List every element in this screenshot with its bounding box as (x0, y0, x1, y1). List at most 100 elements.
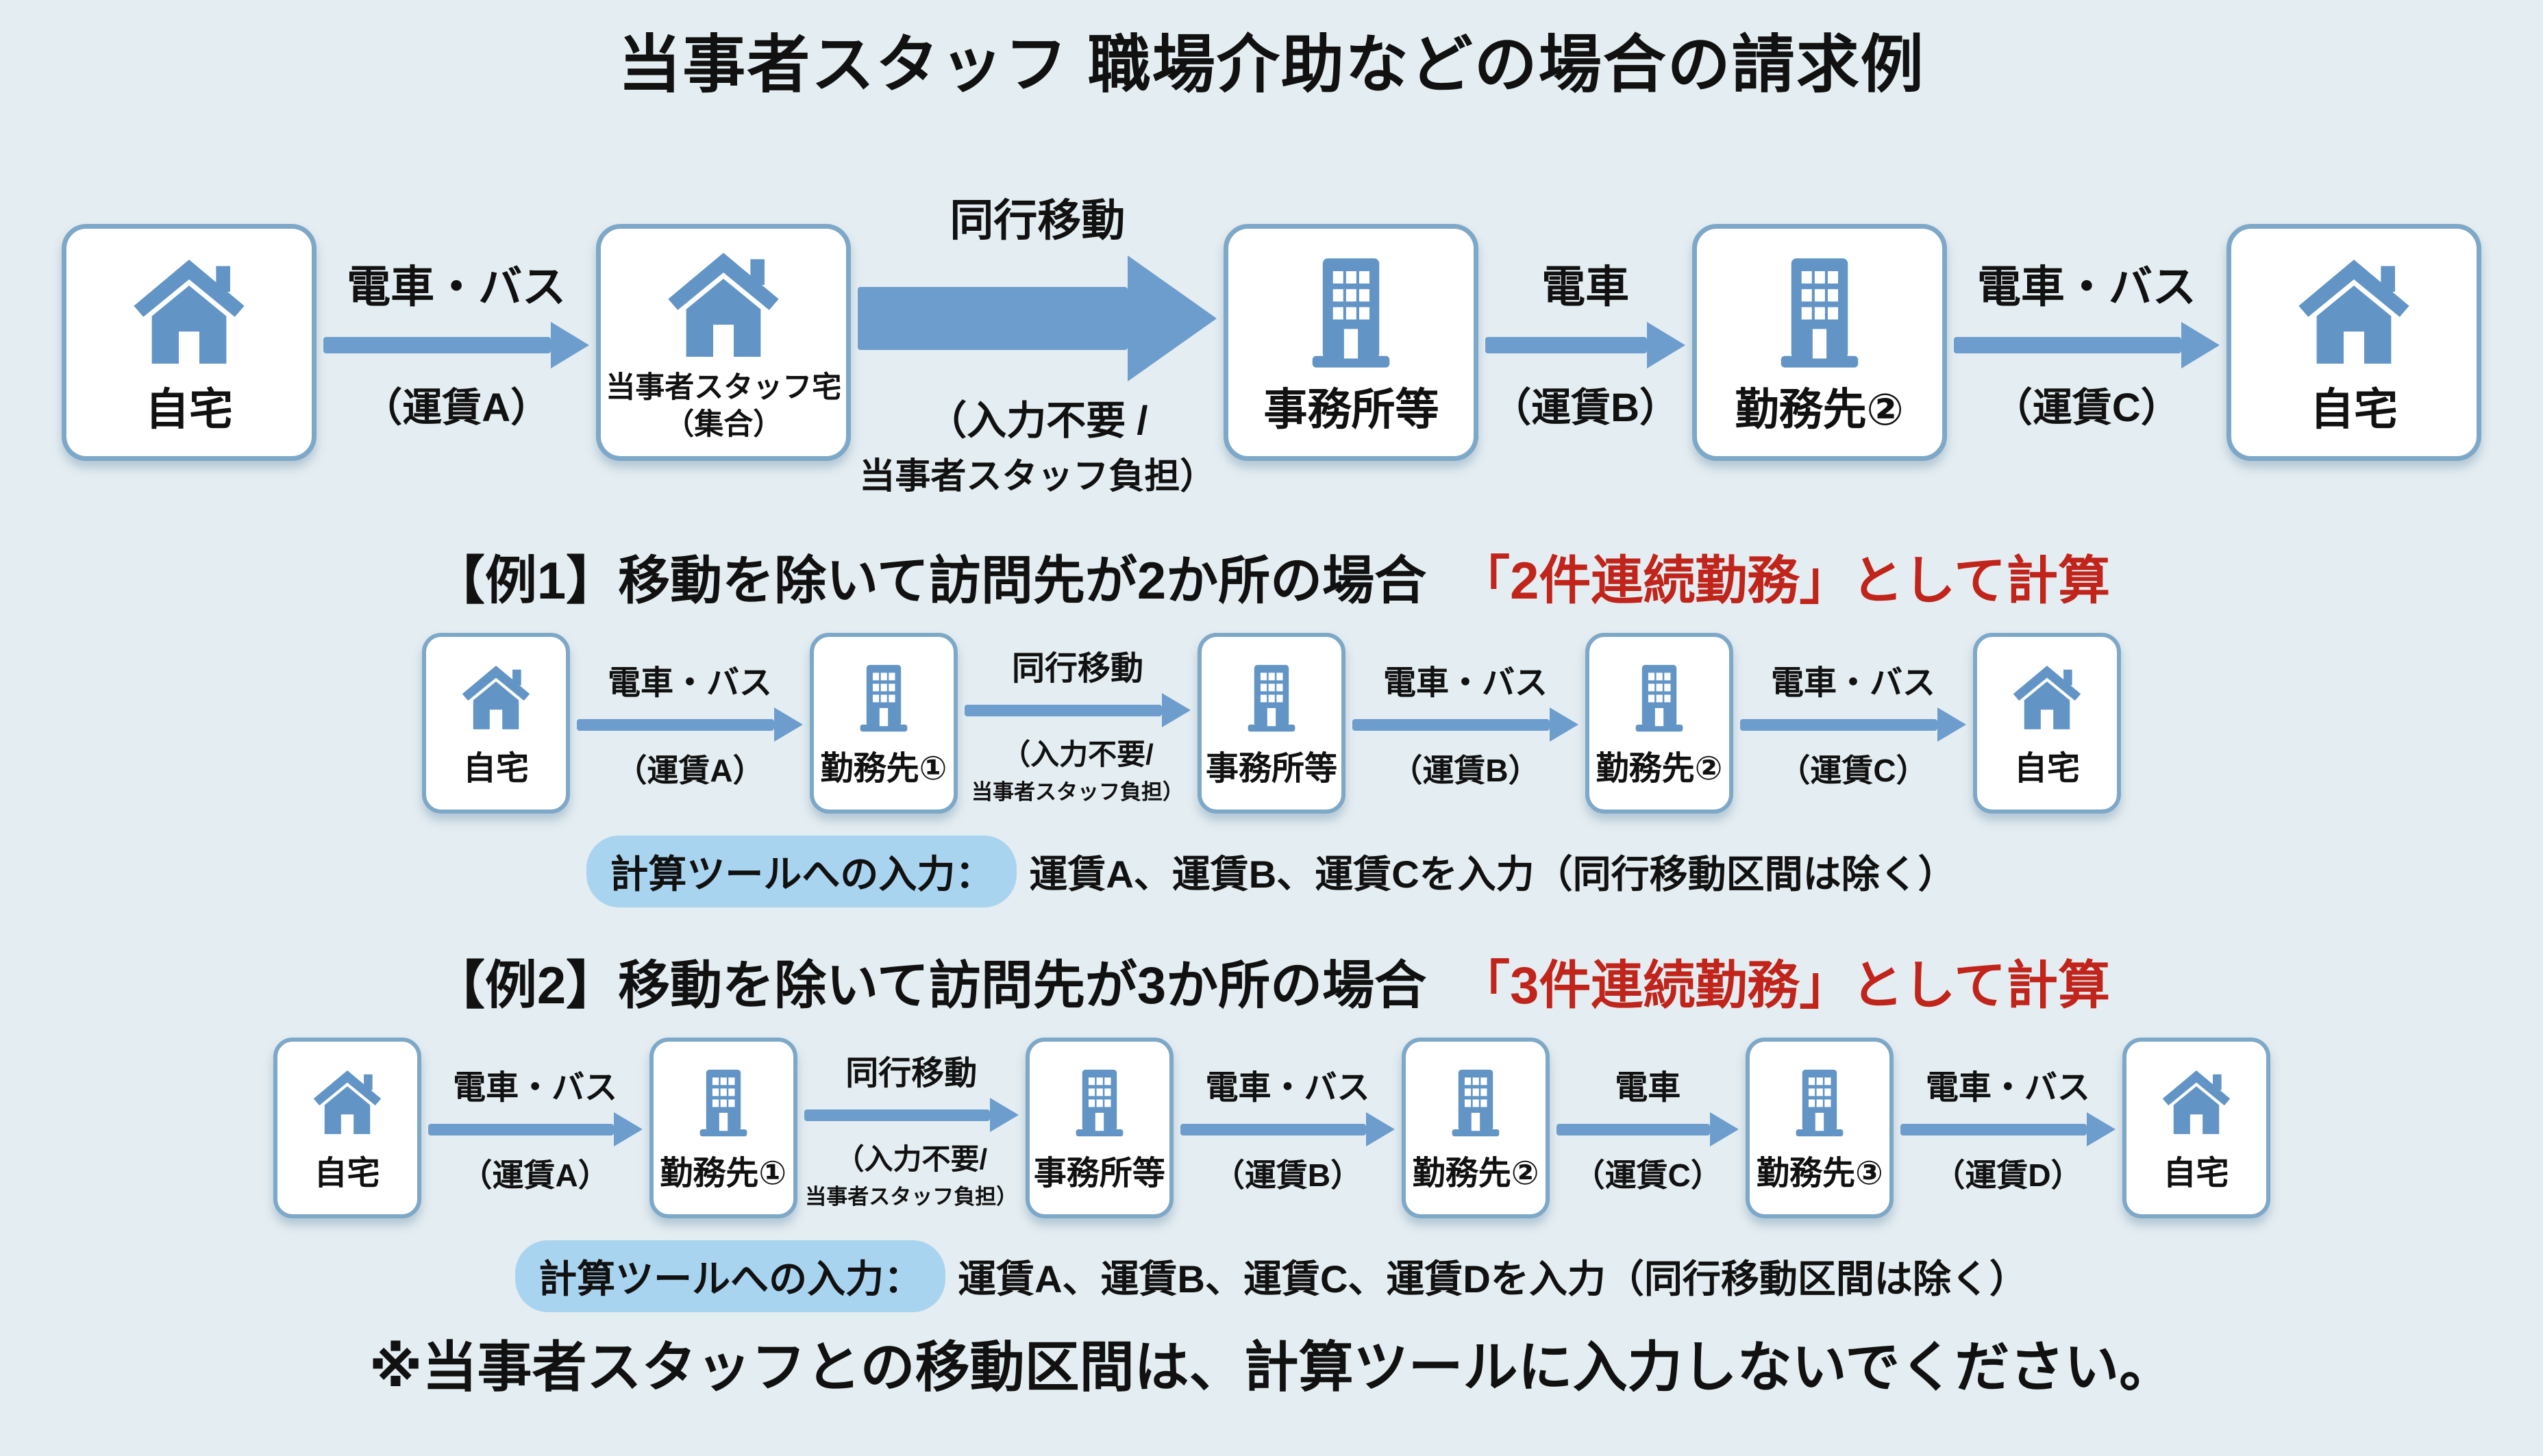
page-title: 当事者スタッフ 職場介助などの場合の請求例 (618, 30, 1925, 100)
fare-label: （運賃C） (1992, 385, 2181, 430)
example1-heading: 【例1】移動を除いて訪問先が2か所の場合「2件連続勤務」として計算 (0, 538, 2543, 614)
arrow-right-icon (965, 693, 1191, 727)
node-label: 勤務先② (1412, 1155, 1539, 1192)
calc-tool-input-badge: 計算ツールへの入力： (586, 836, 1017, 907)
segment-accompanied-move: 同行移動 （入力不要/ 当事者スタッフ負担） (958, 641, 1198, 805)
transit-label: 電車・バス (1205, 1070, 1370, 1106)
home-icon (127, 251, 251, 374)
building-icon (1438, 1065, 1513, 1140)
node-worksite-2: 勤務先② (1402, 1038, 1550, 1218)
segment-train-bus-d: 電車・バス （運賃D） (1894, 1060, 2122, 1196)
node-staff-home: 当事者スタッフ宅 （集合） (596, 223, 852, 461)
node-label: 事務所等 (1033, 1155, 1165, 1192)
arrow-right-icon (1180, 1112, 1395, 1146)
building-icon (1758, 251, 1881, 374)
fare-label: （運賃C） (1778, 753, 1928, 788)
home-icon (2292, 251, 2416, 374)
fare-label: （運賃A） (460, 1157, 610, 1193)
footnote: ※当事者スタッフとの移動区間は、計算ツールに入力しないでください。 (369, 1337, 2174, 1398)
home-icon (458, 660, 534, 736)
arrow-right-icon (1740, 707, 1966, 742)
node-label: 自宅 (2013, 750, 2080, 787)
calc-tool-input-badge: 計算ツールへの入力： (515, 1240, 946, 1312)
transit-label: 電車・バス (1976, 262, 2196, 312)
transit-label: 同行移動 (845, 1055, 978, 1092)
arrow-right-icon (323, 321, 590, 368)
node-label: 自宅 (2310, 385, 2398, 435)
example2-heading: 【例2】移動を除いて訪問先が3か所の場合「3件連続勤務」として計算 (0, 943, 2543, 1018)
node-office: 事務所等 (1025, 1038, 1174, 1218)
example2-heading-red: 「3件連続勤務」として計算 (1458, 957, 2111, 1015)
node-worksite-1: 勤務先① (649, 1038, 797, 1218)
transit-label: 電車・バス (347, 262, 567, 312)
transit-label: 同行移動 (1011, 651, 1143, 687)
node-worksite-1: 勤務先① (810, 633, 958, 814)
node-worksite-2: 勤務先② (1691, 223, 1947, 461)
segment-accompanied-move: 同行移動 （入力不要 / 当事者スタッフ負担） (851, 186, 1224, 499)
fare-label: （運賃D） (1933, 1157, 2083, 1193)
segment-train-bus-a: 電車・バス （運賃A） (570, 655, 810, 791)
segment-train-bus-a: 電車・バス （運賃A） (317, 252, 596, 433)
transit-label: 電車 (1615, 1070, 1681, 1106)
building-icon (1062, 1065, 1137, 1140)
home-icon (662, 244, 785, 367)
node-label: 勤務先③ (1757, 1155, 1883, 1192)
fare-label: （運賃A） (615, 753, 765, 788)
node-office: 事務所等 (1224, 223, 1479, 461)
fare-label-line2: 当事者スタッフ負担） (859, 457, 1216, 497)
segment-accompanied-move: 同行移動 （入力不要/ 当事者スタッフ負担） (797, 1046, 1026, 1210)
transit-label: 電車・バス (1382, 665, 1548, 701)
node-label: 自宅 (314, 1155, 380, 1192)
node-label: 勤務先① (820, 750, 947, 787)
arrow-right-icon (858, 255, 1217, 381)
building-icon (686, 1065, 761, 1140)
node-label: 勤務先① (660, 1155, 787, 1192)
fare-label: （運賃A） (362, 385, 551, 430)
fare-label: （運賃B） (1391, 753, 1540, 788)
fare-label: （入力不要 / (927, 399, 1148, 443)
node-home-start: 自宅 (273, 1038, 421, 1218)
node-worksite-3: 勤務先③ (1746, 1038, 1894, 1218)
building-icon (1234, 660, 1309, 736)
segment-train-b: 電車 （運賃B） (1478, 252, 1691, 433)
arrow-right-icon (1953, 321, 2220, 368)
home-icon (2009, 660, 2085, 736)
home-icon (310, 1065, 385, 1140)
transit-label: 電車・バス (607, 665, 772, 701)
node-home-end: 自宅 (2226, 223, 2481, 461)
fare-label: （運賃B） (1213, 1157, 1363, 1193)
arrow-right-icon (1485, 321, 1685, 368)
fare-label: （運賃C） (1573, 1157, 1722, 1193)
fare-label: （入力不要/ (835, 1143, 988, 1175)
segment-train-bus-a: 電車・バス （運賃A） (421, 1060, 649, 1196)
node-home-start: 自宅 (62, 223, 317, 461)
building-icon (1289, 251, 1413, 374)
node-sublabel: （集合） (665, 407, 783, 441)
node-label: 事務所等 (1263, 385, 1439, 435)
example1-heading-black: 【例1】移動を除いて訪問先が2か所の場合 (432, 552, 1427, 610)
transit-label: 電車・バス (1770, 665, 1935, 701)
arrow-right-icon (427, 1112, 643, 1146)
segment-train-c: 電車 （運賃C） (1550, 1060, 1746, 1196)
node-label: 自宅 (2163, 1155, 2229, 1192)
example1-heading-red: 「2件連続勤務」として計算 (1458, 552, 2111, 610)
fare-label-line2: 当事者スタッフ負担） (805, 1185, 1018, 1209)
segment-train-bus-b: 電車・バス （運賃B） (1174, 1060, 1402, 1196)
calc-tool-input-text: 運賃A、運賃B、運賃Cを入力（同行移動区間は除く） (1029, 853, 1957, 896)
node-worksite-2: 勤務先② (1585, 633, 1733, 814)
transit-label: 同行移動 (950, 196, 1126, 245)
building-icon (1622, 660, 1697, 736)
segment-train-bus-b: 電車・バス （運賃B） (1345, 655, 1585, 791)
node-label: 勤務先② (1735, 385, 1904, 435)
example1-input-line: 計算ツールへの入力： 運賃A、運賃B、運賃Cを入力（同行移動区間は除く） (0, 836, 2543, 907)
fare-label: （入力不要/ (1002, 738, 1154, 770)
node-label: 自宅 (462, 750, 529, 787)
segment-train-bus-c: 電車・バス （運賃C） (1733, 655, 1973, 791)
arrow-right-icon (804, 1098, 1019, 1132)
calc-tool-input-text: 運賃A、運賃B、運賃C、運賃Dを入力（同行移動区間は除く） (958, 1257, 2028, 1301)
arrow-right-icon (1556, 1112, 1739, 1146)
arrow-right-icon (1352, 707, 1578, 742)
arrow-right-icon (1900, 1112, 2116, 1146)
fare-label: （運賃B） (1491, 385, 1680, 430)
